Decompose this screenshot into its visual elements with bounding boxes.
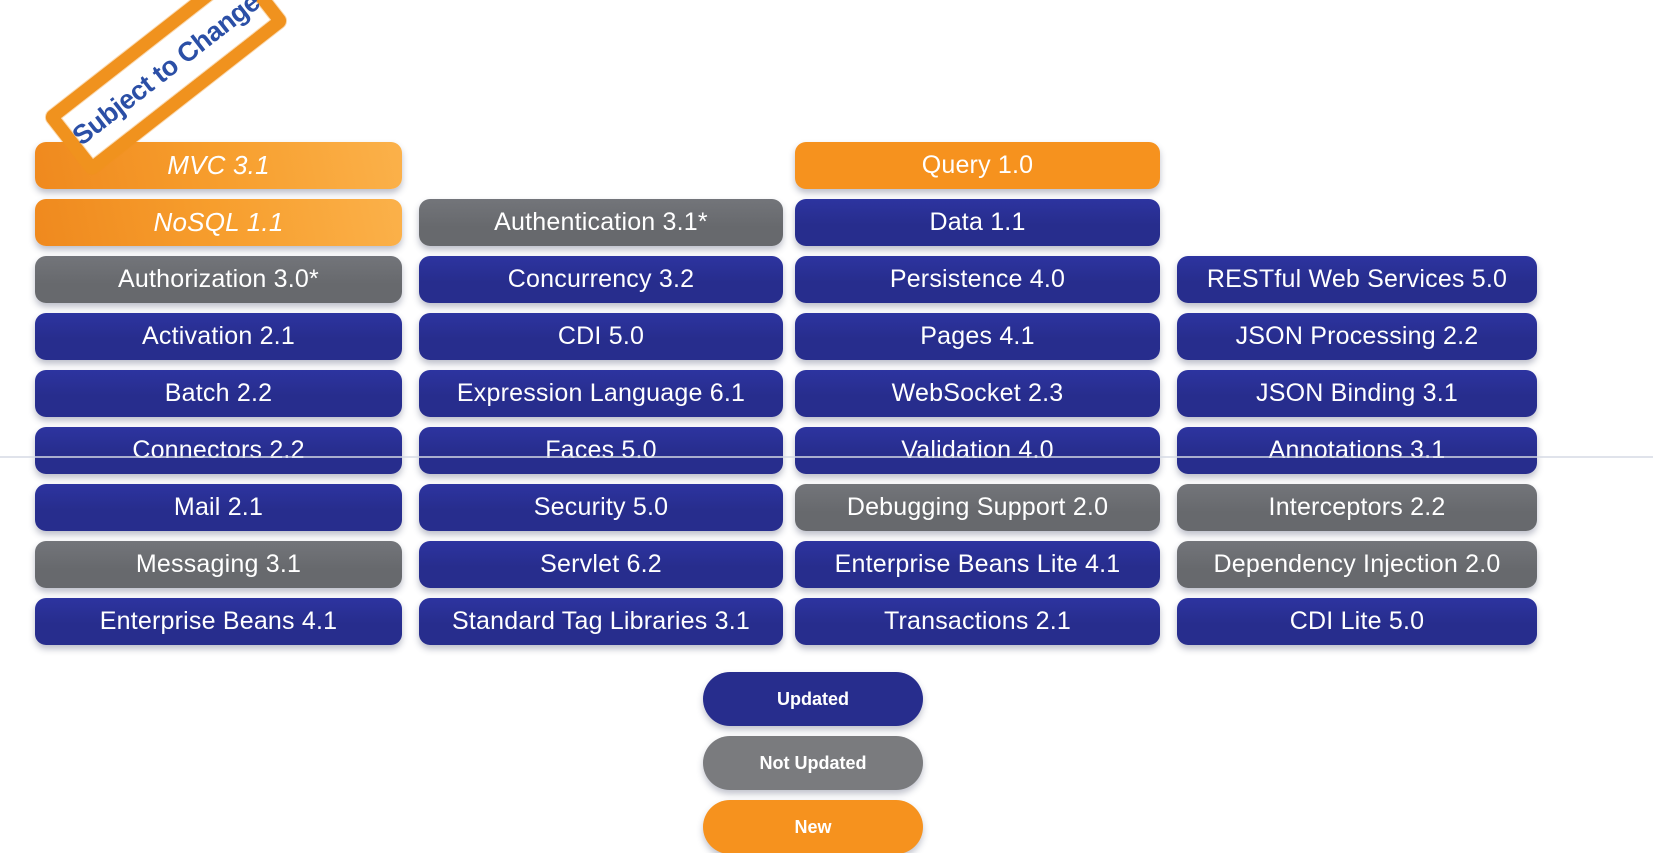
spec-pill-standard-tag-libraries-3-1: Standard Tag Libraries 3.1 — [419, 598, 783, 645]
spec-pill-label: Faces 5.0 — [545, 436, 657, 464]
spec-pill-authentication-3-1: Authentication 3.1* — [419, 199, 783, 246]
spec-pill-label: Messaging 3.1 — [135, 550, 302, 578]
spec-pill-servlet-6-2: Servlet 6.2 — [419, 541, 783, 588]
spec-pill-websocket-2-3: WebSocket 2.3 — [795, 370, 1160, 417]
legend-pill-not-updated: Not Updated — [703, 736, 923, 790]
spec-pill-label: Persistence 4.0 — [889, 265, 1066, 293]
spec-pill-label: Batch 2.2 — [164, 379, 273, 407]
spec-pill-label: WebSocket 2.3 — [891, 379, 1064, 407]
spec-pill-label: Pages 4.1 — [920, 322, 1035, 350]
spec-pill-connectors-2-2: Connectors 2.2 — [35, 427, 402, 474]
spec-pill-label: RESTful Web Services 5.0 — [1206, 265, 1508, 293]
spec-pill-label: Standard Tag Libraries 3.1 — [452, 607, 750, 635]
spec-pill-validation-4-0: Validation 4.0 — [795, 427, 1160, 474]
spec-pill-label: Expression Language 6.1 — [456, 379, 746, 407]
legend-pill-label: Not Updated — [759, 752, 867, 773]
spec-pill-security-5-0: Security 5.0 — [419, 484, 783, 531]
spec-pill-authorization-3-0: Authorization 3.0* — [35, 256, 402, 303]
spec-pill-label: Security 5.0 — [533, 493, 669, 521]
spec-pill-label: Transactions 2.1 — [883, 607, 1072, 635]
spec-pill-messaging-3-1: Messaging 3.1 — [35, 541, 402, 588]
spec-pill-label: Connectors 2.2 — [132, 436, 305, 464]
spec-pill-faces-5-0: Faces 5.0 — [419, 427, 783, 474]
spec-pill-label: Enterprise Beans 4.1 — [99, 607, 338, 635]
stamp-text: Subject to Change — [66, 0, 265, 151]
spec-pill-label: Enterprise Beans Lite 4.1 — [834, 550, 1121, 578]
spec-pill-label: Authorization 3.0* — [118, 265, 319, 293]
spec-pill-label: CDI Lite 5.0 — [1289, 607, 1425, 635]
spec-pill-label: CDI 5.0 — [557, 322, 645, 350]
spec-pill-enterprise-beans-lite-4-1: Enterprise Beans Lite 4.1 — [795, 541, 1160, 588]
legend-pill-new: New — [703, 800, 923, 853]
spec-pill-json-binding-3-1: JSON Binding 3.1 — [1177, 370, 1537, 417]
spec-pill-query-1-0: Query 1.0 — [795, 142, 1160, 189]
spec-pill-concurrency-3-2: Concurrency 3.2 — [419, 256, 783, 303]
spec-pill-transactions-2-1: Transactions 2.1 — [795, 598, 1160, 645]
spec-pill-label: Activation 2.1 — [142, 322, 295, 350]
spec-pill-label: JSON Processing 2.2 — [1235, 322, 1479, 350]
spec-pill-pages-4-1: Pages 4.1 — [795, 313, 1160, 360]
spec-pill-interceptors-2-2: Interceptors 2.2 — [1177, 484, 1537, 531]
legend-pill-label: Updated — [777, 688, 849, 709]
spec-pill-expression-language-6-1: Expression Language 6.1 — [419, 370, 783, 417]
spec-pill-activation-2-1: Activation 2.1 — [35, 313, 402, 360]
spec-pill-label: Validation 4.0 — [901, 436, 1054, 464]
spec-pill-label: Interceptors 2.2 — [1268, 493, 1446, 521]
spec-pill-label: Authentication 3.1* — [494, 208, 708, 236]
spec-pill-label: NoSQL 1.1 — [153, 207, 284, 237]
spec-pill-label: JSON Binding 3.1 — [1256, 379, 1458, 407]
legend-pill-label: New — [794, 816, 832, 837]
spec-pill-enterprise-beans-4-1: Enterprise Beans 4.1 — [35, 598, 402, 645]
spec-pill-json-processing-2-2: JSON Processing 2.2 — [1177, 313, 1537, 360]
spec-pill-label: Query 1.0 — [921, 151, 1034, 179]
spec-pill-label: Annotations 3.1 — [1268, 436, 1446, 464]
spec-pill-label: Dependency Injection 2.0 — [1213, 550, 1501, 578]
spec-pill-label: MVC 3.1 — [167, 150, 270, 180]
spec-pill-restful-web-services-5-0: RESTful Web Services 5.0 — [1177, 256, 1537, 303]
spec-pill-debugging-support-2-0: Debugging Support 2.0 — [795, 484, 1160, 531]
spec-pill-label: Mail 2.1 — [173, 493, 264, 521]
spec-pill-cdi-5-0: CDI 5.0 — [419, 313, 783, 360]
spec-pill-dependency-injection-2-0: Dependency Injection 2.0 — [1177, 541, 1537, 588]
spec-pill-cdi-lite-5-0: CDI Lite 5.0 — [1177, 598, 1537, 645]
spec-pill-label: Data 1.1 — [929, 208, 1026, 236]
spec-pill-annotations-3-1: Annotations 3.1 — [1177, 427, 1537, 474]
spec-pill-batch-2-2: Batch 2.2 — [35, 370, 402, 417]
spec-pill-data-1-1: Data 1.1 — [795, 199, 1160, 246]
spec-pill-label: Servlet 6.2 — [540, 550, 662, 578]
spec-pill-label: Concurrency 3.2 — [507, 265, 695, 293]
spec-pill-mail-2-1: Mail 2.1 — [35, 484, 402, 531]
legend-pill-updated: Updated — [703, 672, 923, 726]
spec-pill-persistence-4-0: Persistence 4.0 — [795, 256, 1160, 303]
spec-pill-label: Debugging Support 2.0 — [846, 493, 1109, 521]
spec-pill-nosql-1-1: NoSQL 1.1 — [35, 199, 402, 246]
